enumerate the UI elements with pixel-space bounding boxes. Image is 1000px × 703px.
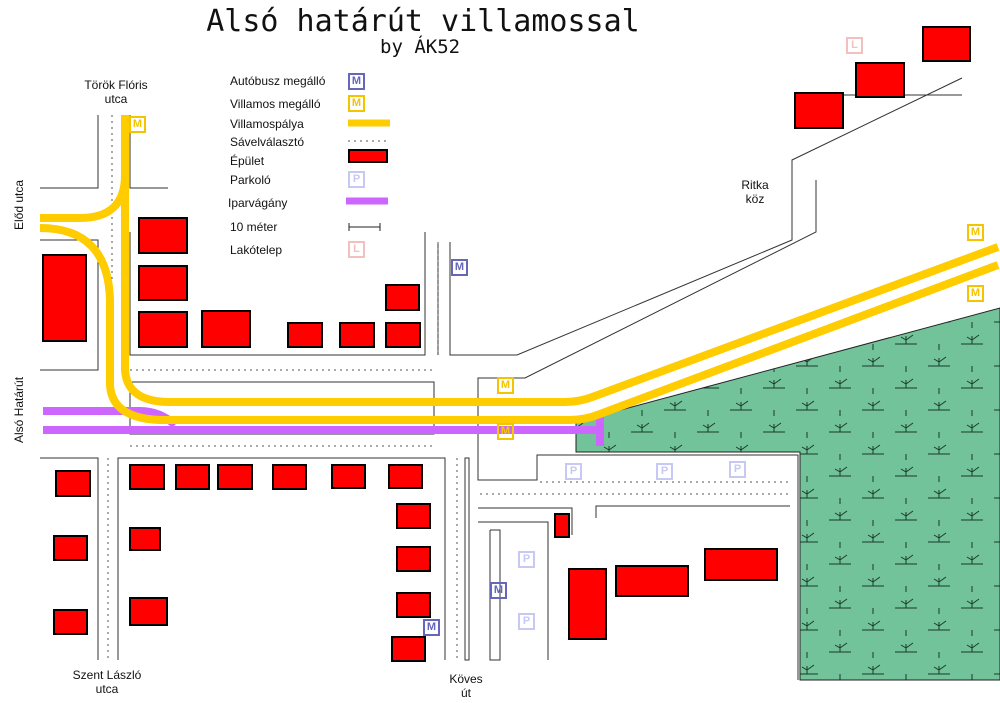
legend-label-tram-stop: Villamos megálló bbox=[230, 97, 321, 111]
legend-label-lane: Sávelválasztó bbox=[230, 135, 305, 149]
street-label-elod: Előd utca bbox=[12, 179, 26, 230]
parking-icon: P bbox=[518, 551, 535, 568]
street-label-line: út bbox=[460, 686, 471, 700]
tram-stop-icon: M bbox=[967, 285, 984, 302]
bus-stop-icon: M bbox=[490, 582, 507, 599]
legend-label-parking: Parkoló bbox=[230, 173, 271, 187]
street-label-line: köz bbox=[745, 192, 765, 206]
street-label-line: Török Flóris bbox=[84, 78, 148, 92]
street-label-line: Ritka bbox=[741, 178, 769, 192]
street-label-szent-laszlo: Szent László utca bbox=[62, 668, 152, 696]
map-author: by ÁK52 bbox=[380, 36, 461, 58]
legend-label-estate: Lakótelep bbox=[230, 243, 283, 257]
buildings bbox=[42, 26, 971, 662]
lane-separators bbox=[107, 115, 790, 660]
bus-stop-icon: M bbox=[451, 259, 468, 276]
scale-bar bbox=[348, 223, 381, 231]
street-label-also-hatarut: Alsó Határút bbox=[12, 376, 26, 443]
street-label-line: Szent László bbox=[72, 668, 142, 682]
tram-stop-icon: M bbox=[497, 377, 514, 394]
legend-label-tram-track: Villamospálya bbox=[230, 117, 304, 131]
housing-estate-icon: L bbox=[348, 241, 365, 258]
legend-building-swatch bbox=[348, 149, 388, 163]
marsh-area bbox=[575, 307, 1000, 681]
tram-tracks bbox=[39, 115, 1000, 424]
street-label-ritka-koz: Ritka köz bbox=[733, 178, 777, 206]
street-label-koves: Köves út bbox=[440, 672, 492, 700]
parking-icon: P bbox=[656, 463, 673, 480]
parking-icon: P bbox=[729, 461, 746, 478]
tram-stop-icon: M bbox=[348, 95, 365, 112]
street-label-line: utca bbox=[104, 92, 128, 106]
tram-stop-icon: M bbox=[497, 423, 514, 440]
legend-label-bus: Autóbusz megálló bbox=[230, 74, 326, 88]
tram-stop-icon: M bbox=[967, 224, 984, 241]
parking-icon: P bbox=[565, 463, 582, 480]
legend-label-scale: 10 méter bbox=[230, 220, 278, 234]
bus-stop-icon: M bbox=[423, 619, 440, 636]
tram-stop-icon: M bbox=[129, 116, 146, 133]
bus-stop-icon: M bbox=[348, 73, 365, 90]
street-label-line: Köves bbox=[449, 672, 483, 686]
parking-icon: P bbox=[518, 613, 535, 630]
legend-label-rail: Iparvágány bbox=[228, 196, 288, 210]
map-title: Alsó határút villamossal bbox=[206, 4, 640, 39]
housing-estate-icon: L bbox=[846, 37, 863, 54]
street-label-line: utca bbox=[95, 682, 119, 696]
parking-icon: P bbox=[348, 171, 365, 188]
street-label-torok-floris: Török Flóris utca bbox=[78, 78, 154, 106]
legend-label-building: Épület bbox=[230, 154, 265, 168]
